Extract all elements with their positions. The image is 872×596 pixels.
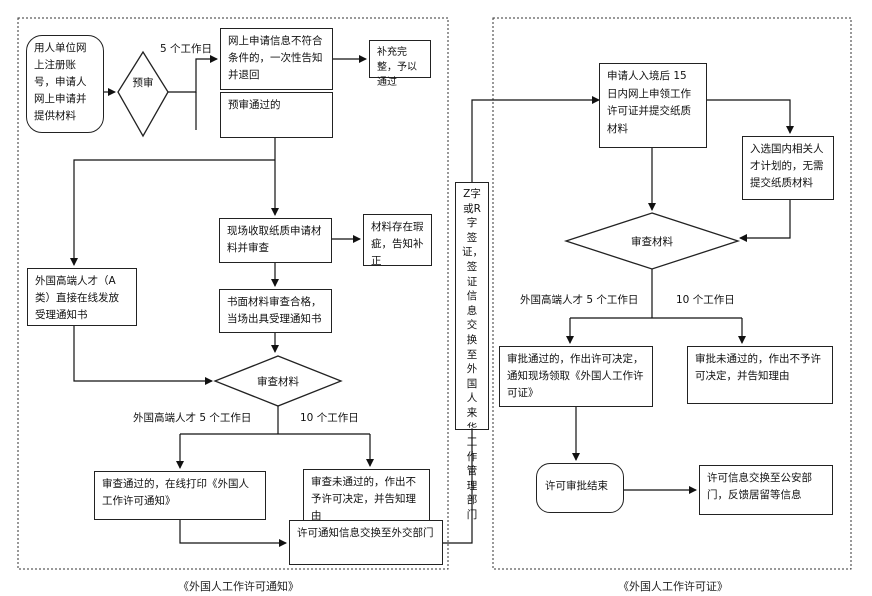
left-approved-box: 审查通过的，在线打印《外国人工作许可通知》 bbox=[94, 471, 266, 520]
not-qualified-box: 网上申请信息不符合条件的，一次性告知并退回 bbox=[220, 28, 333, 90]
info-exchange-foreign-box: 许可通知信息交换至外交部门 bbox=[289, 520, 443, 565]
right-approved-box: 审批通过的，作出许可决定，通知现场领取《外国人工作许可证》 bbox=[499, 346, 653, 407]
left-review-label: 审查材料 bbox=[257, 376, 299, 388]
left-rejected-box: 审查未通过的，作出不予许可决定，并告知理由 bbox=[303, 469, 430, 522]
right-rejected-box: 审批未通过的，作出不予许可决定，并告知理由 bbox=[687, 346, 833, 404]
approval-end-box: 许可审批结束 bbox=[536, 463, 624, 513]
domestic-plan-box: 入选国内相关人才计划的，无需提交纸质材料 bbox=[742, 136, 834, 200]
start-application-box: 用人单位网上注册账号，申请人网上申请并提供材料 bbox=[26, 35, 104, 133]
right-section-caption: 《外国人工作许可证》 bbox=[618, 580, 728, 593]
pre-review-diamond bbox=[117, 50, 169, 138]
left-section-caption: 《外国人工作许可通知》 bbox=[178, 580, 299, 593]
right-ten-days-label: 10 个工作日 bbox=[676, 294, 735, 306]
right-section-frame bbox=[492, 17, 852, 570]
supplement-box: 补充完整，予以通过 bbox=[369, 40, 431, 88]
left-high-end-days-label: 外国高端人才 5 个工作日 bbox=[133, 412, 252, 424]
defect-correction-box: 材料存在瑕疵，告知补正 bbox=[363, 214, 432, 267]
right-review-label: 审查材料 bbox=[631, 236, 673, 248]
pre-review-label: 预审 bbox=[132, 77, 154, 89]
left-ten-days-label: 10 个工作日 bbox=[300, 412, 359, 424]
high-end-online-box: 外国高端人才（A类）直接在线发放受理通知书 bbox=[27, 268, 137, 326]
left-section-frame bbox=[17, 17, 449, 570]
onsite-collection-box: 现场收取纸质申请材料并审查 bbox=[219, 218, 332, 263]
police-exchange-box: 许可信息交换至公安部门，反馈居留等信息 bbox=[699, 465, 833, 515]
written-review-box: 书面材料审查合格，当场出具受理通知书 bbox=[219, 289, 332, 333]
pre-review-passed-box: 预审通过的 bbox=[220, 92, 333, 138]
visa-info-box: Z字或R字签证，签证信息交换至外国人来华工作管理部门 bbox=[455, 182, 489, 521]
right-high-end-days-label: 外国高端人才 5 个工作日 bbox=[520, 294, 639, 306]
entry-apply-box: 申请人入境后 15 日内网上申领工作许可证并提交纸质材料 bbox=[599, 63, 707, 148]
five-day-label: 5 个工作日 bbox=[160, 43, 213, 55]
